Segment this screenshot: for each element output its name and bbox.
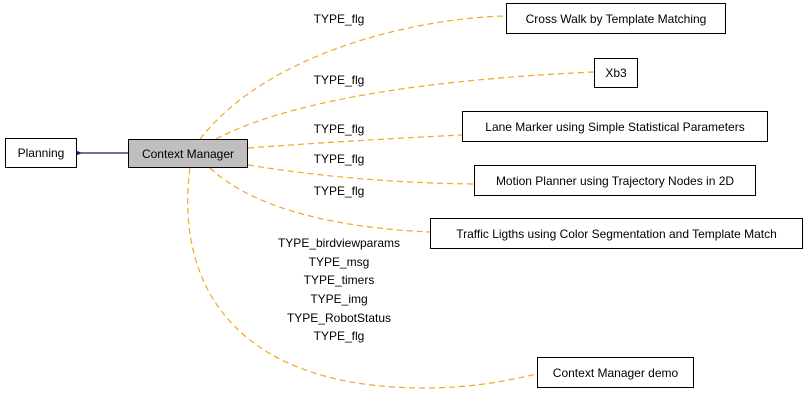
edge-to-xb3 [215, 71, 595, 140]
edge-to-motion-planner [247, 164, 475, 185]
node-context-manager-demo[interactable]: Context Manager demo [537, 357, 694, 388]
edge-label-cross-walk: TYPE_flg [313, 12, 365, 26]
edge-label-demo-img: TYPE_img [310, 292, 368, 306]
edge-label-demo-msg: TYPE_msg [308, 255, 370, 269]
node-lane-marker[interactable]: Lane Marker using Simple Statistical Par… [462, 111, 768, 142]
node-context-manager[interactable]: Context Manager [128, 139, 248, 168]
edge-label-xb3: TYPE_flg [313, 73, 365, 87]
edge-to-context-manager-demo [187, 167, 538, 389]
node-planning[interactable]: Planning [5, 138, 77, 168]
node-traffic-lights[interactable]: Traffic Ligths using Color Segmentation … [430, 218, 803, 249]
edge-label-lane-marker: TYPE_flg [313, 122, 365, 136]
edge-label-demo-flg: TYPE_flg [313, 329, 365, 343]
edge-label-demo-robotstatus: TYPE_RobotStatus [286, 311, 392, 325]
node-cross-walk[interactable]: Cross Walk by Template Matching [506, 3, 726, 34]
node-xb3[interactable]: Xb3 [594, 58, 638, 88]
edge-to-cross-walk [199, 15, 507, 140]
edge-label-demo-birdviewparams: TYPE_birdviewparams [277, 236, 401, 250]
edge-to-traffic-lights [209, 167, 431, 233]
edge-label-traffic-lights: TYPE_flg [313, 184, 365, 198]
edge-label-motion-planner: TYPE_flg [313, 152, 365, 166]
node-motion-planner[interactable]: Motion Planner using Trajectory Nodes in… [474, 165, 756, 196]
edge-label-demo-timers: TYPE_timers [303, 273, 375, 287]
edge-to-lane-marker [247, 134, 463, 149]
